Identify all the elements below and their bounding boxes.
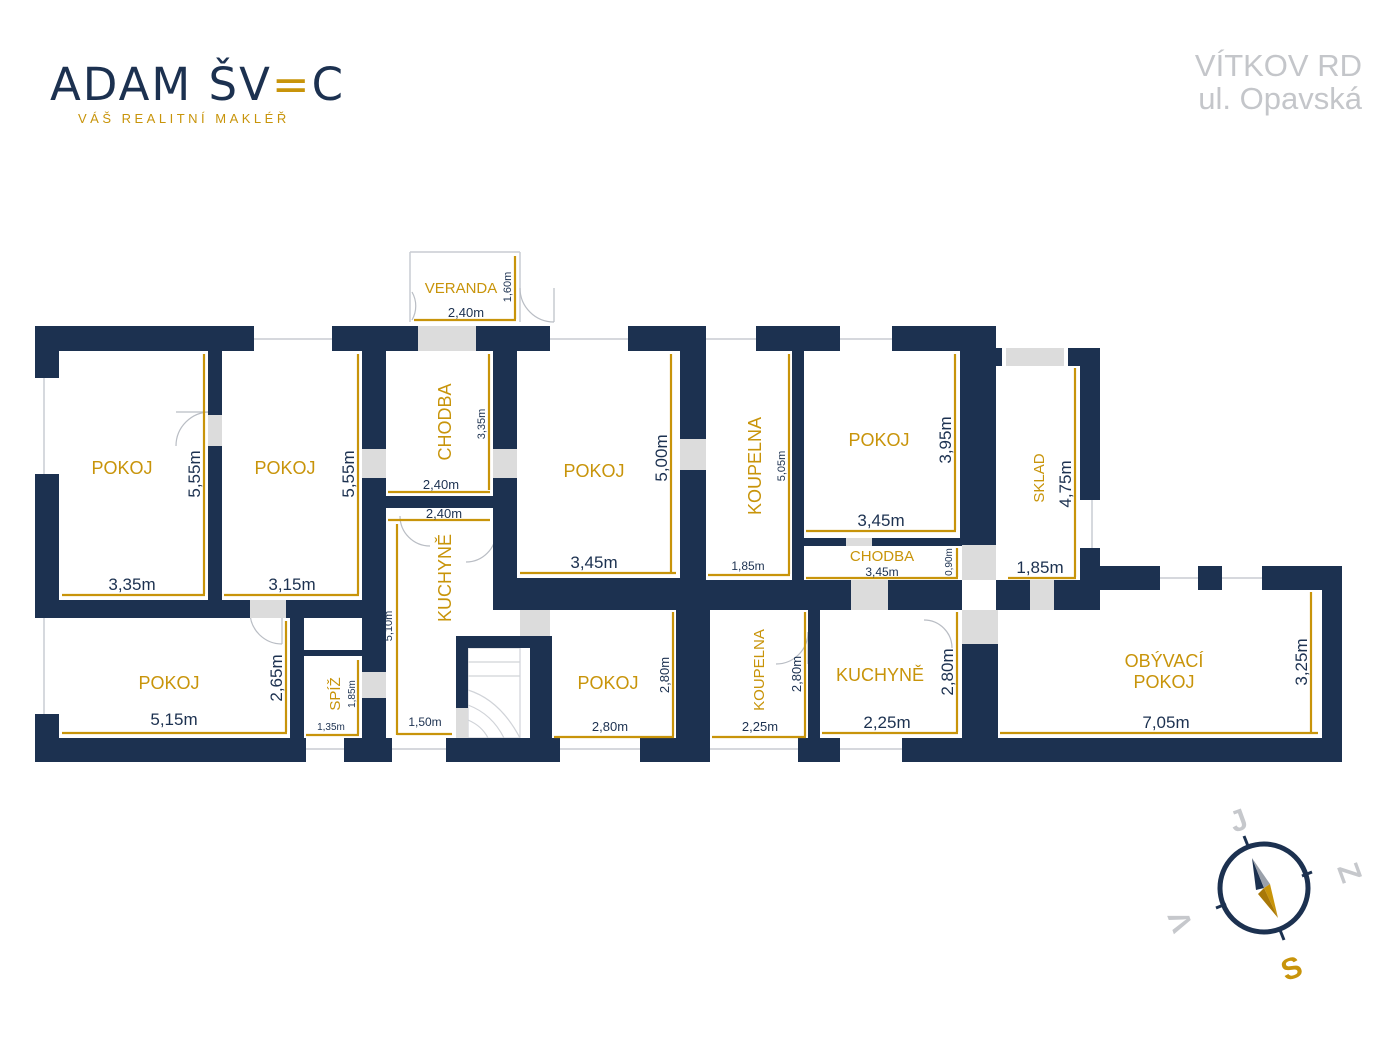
dim-chodba2-width: 3,45m xyxy=(865,565,898,579)
dim-pokoj5-width: 5,15m xyxy=(150,710,197,729)
dimension-labels: 3,35m 5,55m 3,15m 5,55m 2,40m 3,35m 2,40… xyxy=(108,272,1311,734)
dim-spiz-height: 1,85m xyxy=(347,680,358,708)
room-label-pokoj-6: POKOJ xyxy=(577,673,638,693)
logo-e-mark: = xyxy=(272,58,312,111)
dim-chodba2-height: 0,90m xyxy=(944,548,955,576)
dim-pokoj5-height: 2,65m xyxy=(267,654,286,701)
dim-koupelna2-width: 2,25m xyxy=(742,719,778,734)
dim-koupelna2-height: 2,80m xyxy=(789,656,804,692)
room-label-koupelna-2: KOUPELNA xyxy=(751,629,768,711)
room-label-spiz: SPÍŽ xyxy=(327,677,344,710)
compass-needle-icon xyxy=(1252,858,1278,918)
room-label-pokoj-4: POKOJ xyxy=(848,430,909,450)
dim-pokoj4-width: 3,45m xyxy=(857,511,904,530)
dim-sklad-width: 1,85m xyxy=(1016,558,1063,577)
dim-pokoj4-height: 3,95m xyxy=(936,416,955,463)
dim-kuchyne1-height: 5,10m xyxy=(383,611,395,642)
door-gaps xyxy=(208,326,1064,738)
compass-east-label: Z xyxy=(1330,858,1367,887)
dim-sklad-height: 4,75m xyxy=(1056,460,1075,507)
dim-pokoj2-width: 3,15m xyxy=(268,575,315,594)
dim-pokoj6-width: 2,80m xyxy=(592,719,628,734)
compass-ring xyxy=(1217,841,1311,935)
dim-kuchyne2-width: 2,25m xyxy=(863,713,910,732)
room-label-obyvaci-line-1: OBÝVACÍ xyxy=(1125,651,1204,671)
dim-pokoj2-height: 5,55m xyxy=(339,450,358,497)
dim-chodba1-width: 2,40m xyxy=(423,477,459,492)
dim-obyvaci-width: 7,05m xyxy=(1142,713,1189,732)
room-label-pokoj-5: POKOJ xyxy=(138,673,199,693)
dim-kuchyne1-width-top: 2,40m xyxy=(426,506,462,521)
room-label-pokoj-2: POKOJ xyxy=(254,458,315,478)
compass: J Z V S xyxy=(1162,803,1367,988)
dim-chodba1-height: 3,35m xyxy=(476,409,488,440)
room-label-kuchyne-2: KUCHYNĚ xyxy=(836,665,924,685)
room-label-veranda: VERANDA xyxy=(425,280,498,297)
dim-obyvaci-height: 3,25m xyxy=(1292,638,1311,685)
compass-south-label: S xyxy=(1277,950,1307,988)
room-label-sklad: SKLAD xyxy=(1031,453,1048,502)
address-line-2: ul. Opavská xyxy=(1198,81,1362,116)
walls xyxy=(35,326,1342,762)
dim-spiz-width: 1,35m xyxy=(317,722,345,733)
logo: ADAM ŠV=C VÁŠ REALITNÍ MAKLÉŘ xyxy=(50,58,345,126)
dim-pokoj1-height: 5,55m xyxy=(185,450,204,497)
room-label-kuchyne-1: KUCHYNĚ xyxy=(435,534,455,622)
room-label-koupelna-1: KOUPELNA xyxy=(745,417,765,515)
dim-pokoj3-width: 3,45m xyxy=(570,553,617,572)
room-label-chodba-1: CHODBA xyxy=(435,383,455,460)
compass-north-label: J xyxy=(1225,803,1252,840)
dim-pokoj1-width: 3,35m xyxy=(108,575,155,594)
room-label-pokoj-3: POKOJ xyxy=(563,461,624,481)
dim-veranda-height: 1,60m xyxy=(502,272,514,303)
room-labels: POKOJ POKOJ CHODBA POKOJ KOUPELNA POKOJ … xyxy=(91,280,1203,711)
room-label-obyvaci-line-2: POKOJ xyxy=(1133,672,1194,692)
dim-pokoj3-height: 5,00m xyxy=(652,434,671,481)
dim-koupelna1-width: 1,85m xyxy=(731,559,764,573)
dim-kuchyne2-height: 2,80m xyxy=(938,648,957,695)
dim-pokoj6-height: 2,80m xyxy=(657,657,672,693)
room-label-pokoj-1: POKOJ xyxy=(91,458,152,478)
staircase xyxy=(467,647,521,739)
logo-name: ADAM ŠV=C xyxy=(50,58,345,111)
dim-veranda-width: 2,40m xyxy=(448,305,484,320)
address-line-1: VÍTKOV RD xyxy=(1195,48,1362,83)
compass-west-label: V xyxy=(1162,906,1200,936)
logo-tagline: VÁŠ REALITNÍ MAKLÉŘ xyxy=(78,111,290,126)
dim-koupelna1-height: 5,05m xyxy=(776,451,788,482)
dim-kuchyne1-width-bottom: 1,50m xyxy=(408,715,441,729)
room-label-chodba-2: CHODBA xyxy=(850,548,914,565)
dimension-lines xyxy=(62,256,1318,739)
